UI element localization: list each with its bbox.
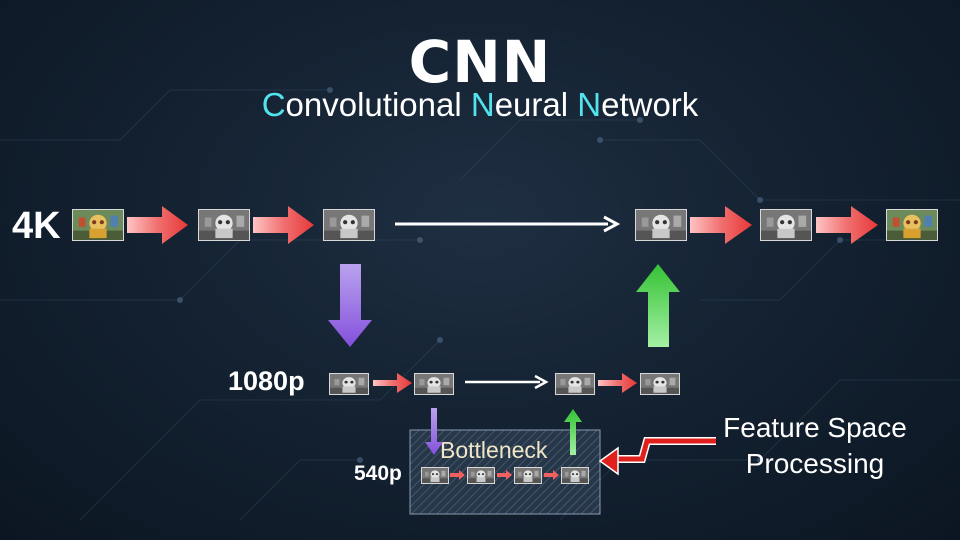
robot-image-icon — [887, 210, 937, 240]
subtitle-segment: N — [470, 86, 495, 123]
image-thumbnail — [329, 373, 369, 395]
robot-image-icon — [641, 374, 679, 394]
feature-label-line2: Processing — [745, 448, 885, 479]
robot-image-icon — [324, 210, 374, 240]
subtitle-segment: N — [577, 86, 602, 123]
level-label-540p: 540p — [354, 462, 402, 485]
feature-space-label: Feature Space Processing — [700, 410, 930, 482]
image-thumbnail — [323, 209, 375, 241]
image-thumbnail — [561, 467, 589, 484]
robot-image-icon — [515, 468, 541, 483]
robot-image-icon — [562, 468, 588, 483]
level-label-4k: 4K — [12, 205, 61, 247]
image-thumbnail — [640, 373, 680, 395]
subtitle-segment: onvolutional — [285, 86, 471, 123]
robot-image-icon — [422, 468, 448, 483]
subtitle-segment: etwork — [601, 86, 699, 123]
image-thumbnail — [514, 467, 542, 484]
robot-image-icon — [330, 374, 368, 394]
robot-image-icon — [556, 374, 594, 394]
robot-image-icon — [73, 210, 123, 240]
feature-label-line1: Feature Space — [723, 412, 907, 443]
robot-image-icon — [199, 210, 249, 240]
image-thumbnail — [760, 209, 812, 241]
image-thumbnail — [635, 209, 687, 241]
image-thumbnail — [198, 209, 250, 241]
image-thumbnail — [72, 209, 124, 241]
subtitle-segment: eural — [494, 86, 578, 123]
robot-image-icon — [636, 210, 686, 240]
image-thumbnail — [555, 373, 595, 395]
slide-subtitle: Convolutional Neural Network — [0, 86, 960, 124]
image-thumbnail — [886, 209, 938, 241]
image-thumbnail — [421, 467, 449, 484]
robot-image-icon — [415, 374, 453, 394]
subtitle-segment: C — [261, 86, 286, 123]
slide-title: CNN — [408, 28, 552, 96]
bottleneck-label: Bottleneck — [440, 437, 548, 463]
image-thumbnail — [467, 467, 495, 484]
image-thumbnail — [414, 373, 454, 395]
robot-image-icon — [468, 468, 494, 483]
level-label-1080p: 1080p — [228, 366, 305, 396]
robot-image-icon — [761, 210, 811, 240]
